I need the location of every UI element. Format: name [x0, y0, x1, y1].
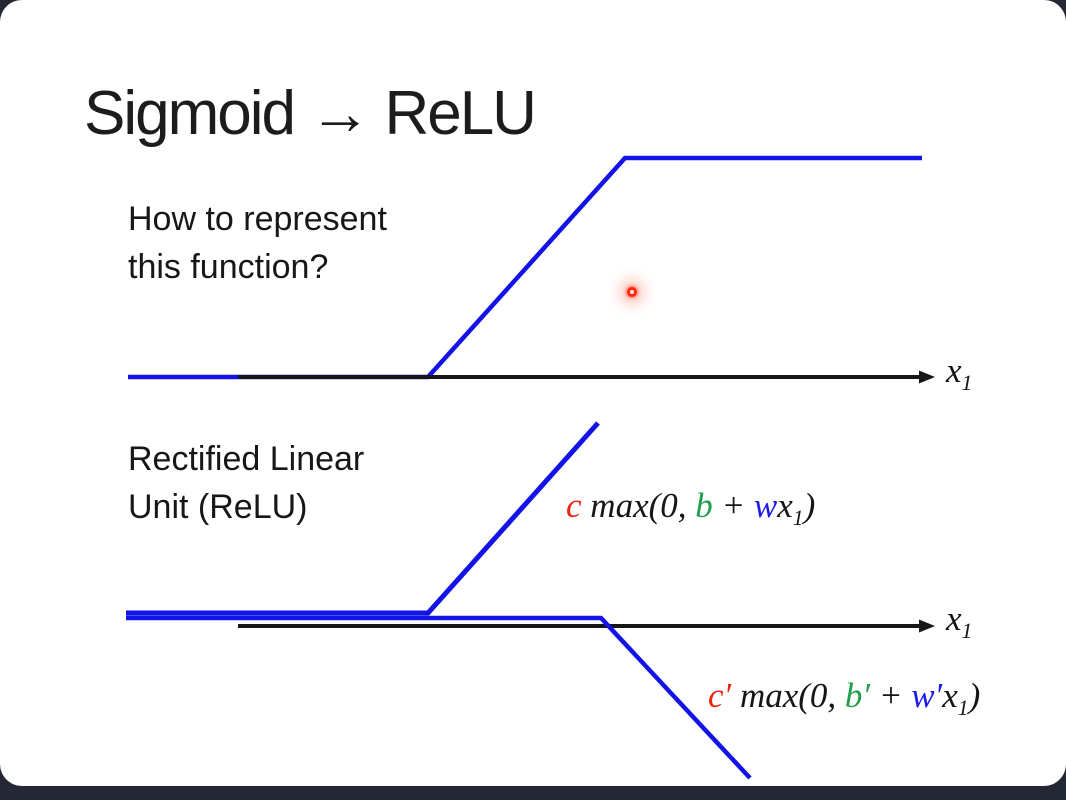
relu-label-text: Rectified Linear Unit (ReLU)	[128, 435, 364, 531]
axis-label-base: x	[946, 599, 962, 638]
formula-relu-down: c′ max(0, b′ + w′x1)	[708, 676, 981, 719]
relu-label-line2: Unit (ReLU)	[128, 488, 308, 526]
question-text-line1: How to represent	[128, 200, 387, 238]
laser-pointer-dot	[627, 287, 637, 297]
formula-term-w-prime: w′	[911, 676, 943, 715]
formula-term-w: w	[753, 486, 778, 525]
axis-label-x1-top: x1	[946, 351, 972, 394]
formula-term-plus: +	[712, 486, 754, 525]
axis-label-subscript: 1	[961, 371, 973, 395]
formula-term-b: b	[695, 486, 713, 525]
formula-term-subscript: 1	[957, 696, 969, 720]
formula-relu-up: c max(0, b + wx1)	[566, 486, 816, 529]
formula-term-close-paren: )	[968, 676, 981, 715]
formula-term-plus: +	[870, 676, 912, 715]
question-text-line2: this function?	[128, 248, 329, 286]
slide-title: Sigmoid → ReLU	[84, 79, 537, 148]
formula-term-b-prime: b′	[844, 676, 871, 715]
formula-term-x: x	[777, 486, 793, 525]
formula-term-c-prime: c′	[708, 676, 732, 715]
axis-label-x1-bottom: x1	[946, 599, 972, 642]
formula-term-max: max(0,	[731, 676, 845, 715]
formula-term-x: x	[942, 676, 958, 715]
formula-term-close-paren: )	[803, 486, 816, 525]
axis-label-base: x	[946, 351, 962, 390]
formula-term-max: max(0,	[581, 486, 696, 525]
question-text: How to represent this function?	[128, 195, 387, 291]
formula-term-c: c	[566, 486, 582, 525]
axis-label-subscript: 1	[961, 619, 973, 643]
relu-label-line1: Rectified Linear	[128, 440, 365, 478]
formula-term-subscript: 1	[792, 506, 804, 530]
